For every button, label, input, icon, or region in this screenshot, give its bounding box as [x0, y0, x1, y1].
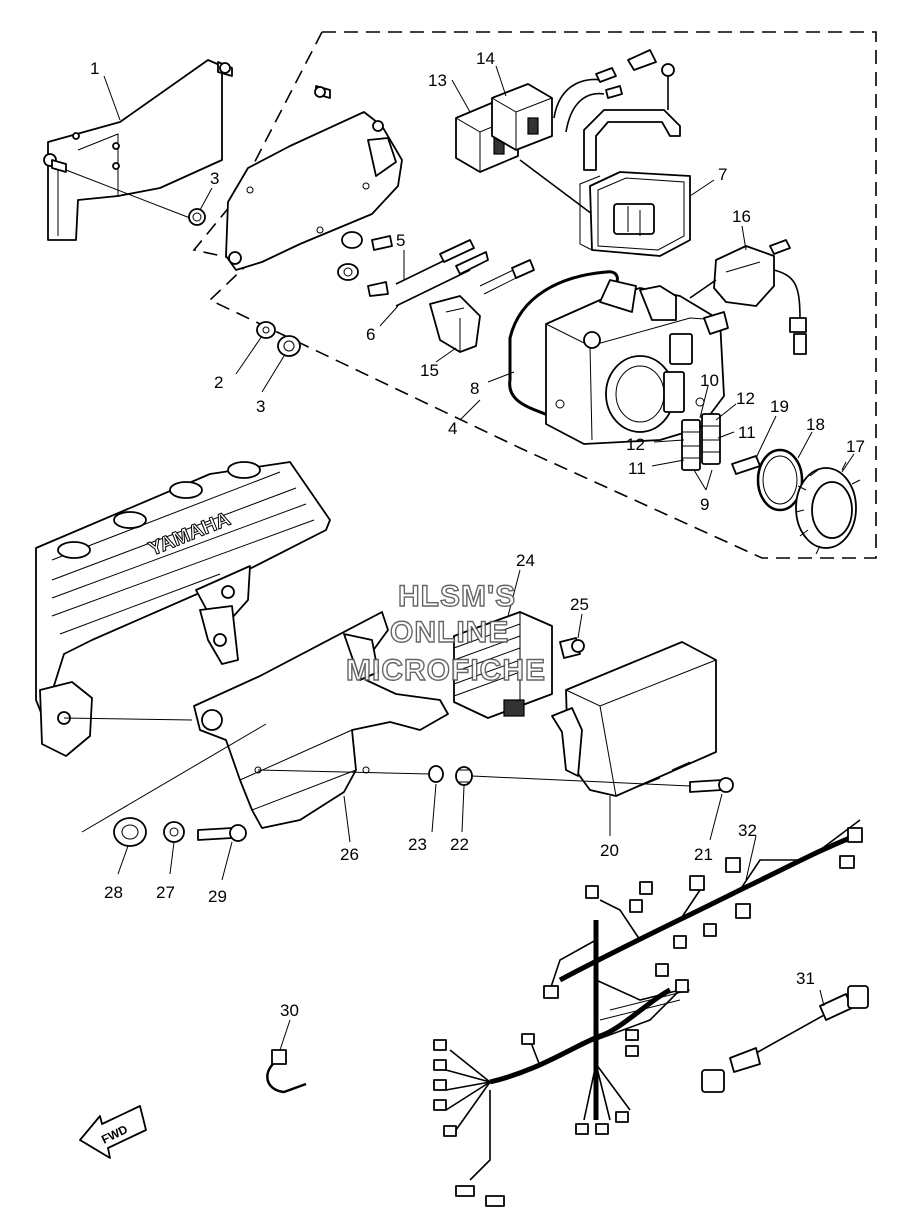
spacers	[337, 231, 393, 297]
callout-2: 2	[214, 373, 223, 392]
relay-part-14	[491, 83, 553, 151]
callout-8: 8	[470, 379, 479, 398]
callout-12-left: 12	[626, 435, 645, 454]
callout-7: 7	[718, 165, 727, 184]
gasket-part-8	[508, 270, 619, 423]
callout-6: 6	[366, 325, 375, 344]
callouts: 1 3 2 3 4 5 6 7 8 9 10 11 11 12 12 13 14…	[90, 49, 865, 1020]
callout-27: 27	[156, 883, 175, 902]
fwd-direction-arrow: FWD	[79, 1105, 147, 1159]
cap-part-17	[795, 461, 861, 555]
base-plate-part-4	[225, 85, 403, 271]
grommet-part-22	[455, 766, 473, 786]
watermark-line-1: HLSM'S	[398, 580, 516, 613]
callout-19: 19	[770, 397, 789, 416]
callout-20: 20	[600, 841, 619, 860]
connector-block-9-12	[681, 413, 721, 471]
callout-29: 29	[208, 887, 227, 906]
relay-harness	[519, 49, 675, 221]
callout-10: 10	[700, 371, 719, 390]
grommet-part-28	[113, 817, 147, 847]
clip-part-19	[731, 455, 761, 475]
callout-26: 26	[340, 845, 359, 864]
callout-22: 22	[450, 835, 469, 854]
engine-head: YAMAHA	[35, 461, 331, 757]
watermark: HLSM'S ONLINE MICROFICHE	[345, 579, 546, 687]
rectifier-part-24	[453, 611, 553, 719]
callout-3-upper: 3	[210, 169, 219, 188]
assembly-line-lower	[63, 717, 267, 833]
callout-16: 16	[732, 207, 751, 226]
callout-30: 30	[280, 1001, 299, 1020]
callout-11-left: 11	[628, 459, 646, 478]
band-part-30	[266, 1049, 307, 1094]
nut-part-3-upper	[65, 169, 206, 226]
callout-17: 17	[846, 437, 865, 456]
control-housing	[545, 279, 729, 445]
callout-9: 9	[700, 495, 709, 514]
sensor-part-16	[689, 239, 807, 355]
cover-part-7	[579, 171, 691, 257]
callout-25: 25	[570, 595, 589, 614]
callout-28: 28	[104, 883, 123, 902]
washer-part-2	[256, 321, 276, 339]
bolt-part-21	[689, 777, 734, 793]
callout-32: 32	[738, 821, 757, 840]
callout-15: 15	[420, 361, 439, 380]
collar-part-27	[163, 821, 185, 843]
callout-14: 14	[476, 49, 495, 68]
assembly-boundary	[192, 31, 877, 559]
bracket-part-26	[193, 611, 449, 829]
callout-3-lower: 3	[256, 397, 265, 416]
callout-18: 18	[806, 415, 825, 434]
callout-12-right: 12	[736, 389, 755, 408]
bolt-part-25	[559, 637, 585, 659]
callout-11-right: 11	[738, 423, 756, 442]
bolt-part-29	[197, 824, 247, 842]
wire-leads-part-5	[395, 239, 535, 307]
callout-5: 5	[396, 231, 405, 250]
callout-24: 24	[516, 551, 535, 570]
control-unit-part-20	[551, 641, 717, 797]
callout-1: 1	[90, 59, 99, 78]
watermark-line-2: ONLINE	[390, 616, 509, 649]
lead-part-31	[701, 985, 869, 1093]
wire-harness-part-32	[433, 819, 863, 1207]
sensor-part-15	[429, 295, 481, 353]
strap-clamp	[583, 109, 681, 171]
callout-23: 23	[408, 835, 427, 854]
leader-lines	[103, 65, 855, 1051]
o-ring-part-18	[756, 448, 804, 512]
bracket-part-1	[43, 59, 233, 241]
mounting-line	[257, 769, 691, 787]
callout-21: 21	[694, 845, 713, 864]
collar-part-23	[428, 765, 444, 783]
callout-4: 4	[448, 419, 457, 438]
nut-part-3-lower	[277, 335, 301, 357]
callout-13: 13	[428, 71, 447, 90]
watermark-line-3: MICROFICHE	[346, 654, 546, 687]
callout-31: 31	[796, 969, 815, 988]
